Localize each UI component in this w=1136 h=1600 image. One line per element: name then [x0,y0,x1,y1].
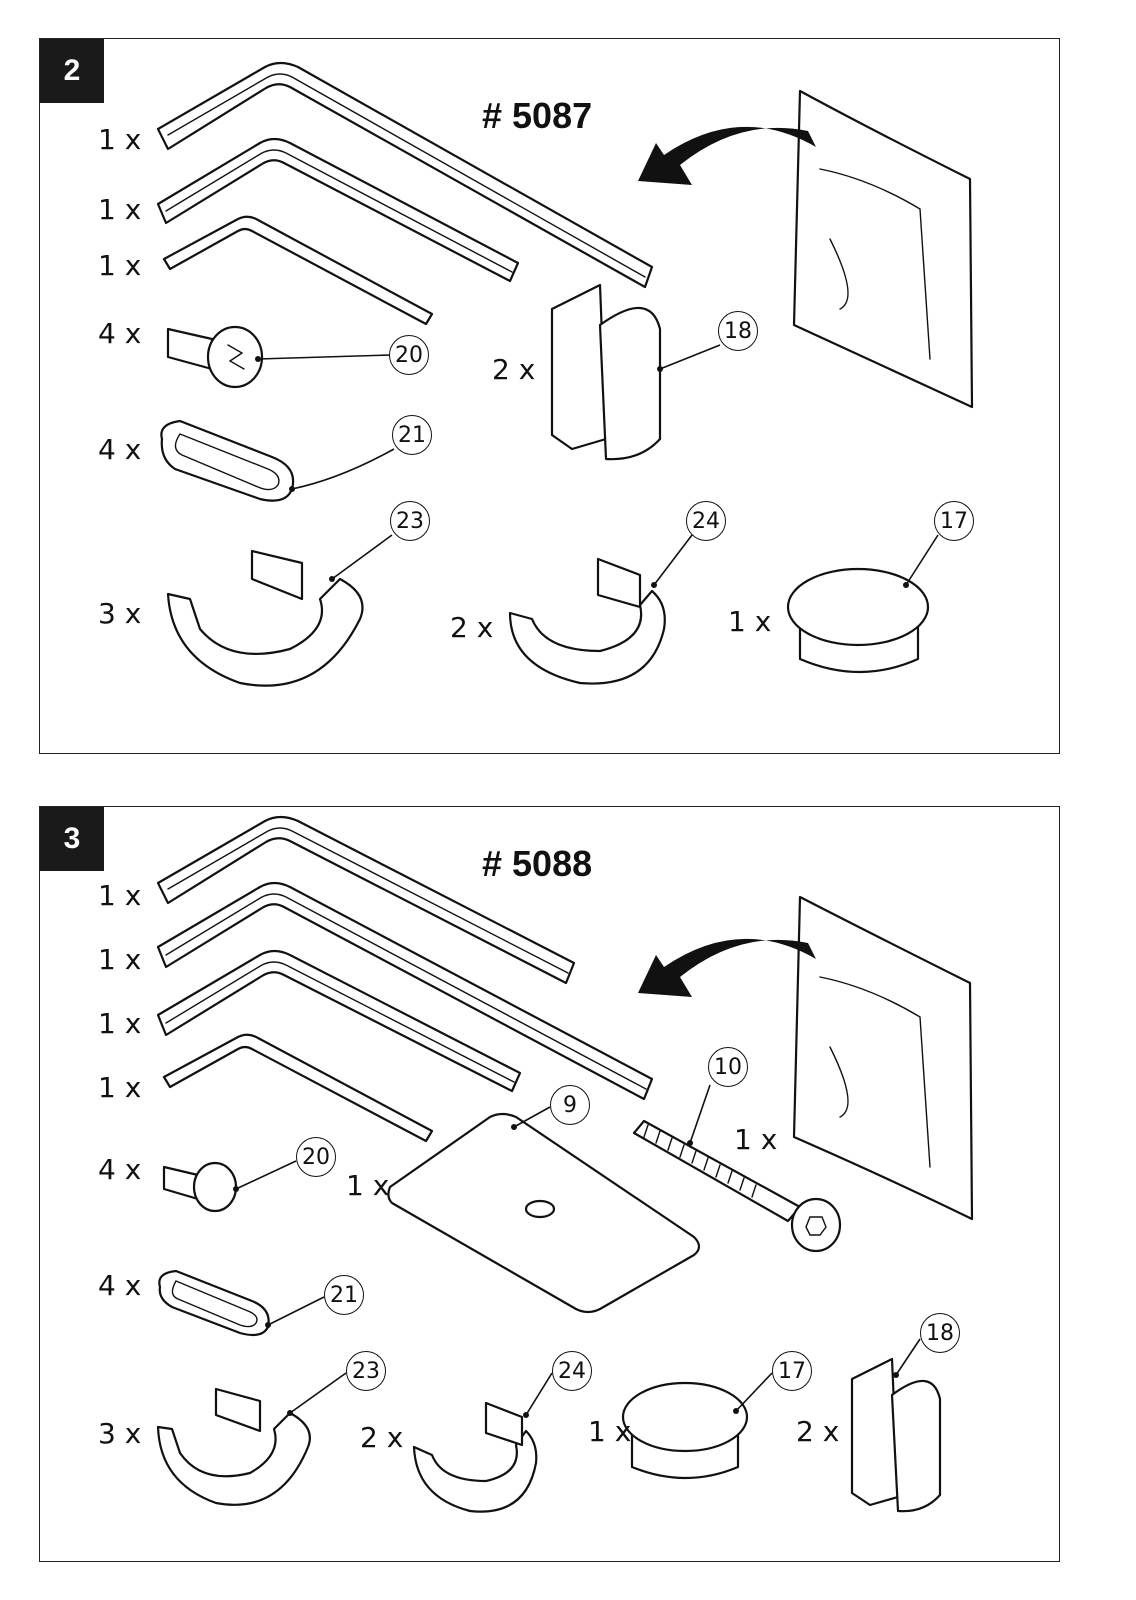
callout-round-cap: 17 [772,1351,812,1391]
callout-clip-small: 24 [552,1351,592,1391]
round-cap-part [786,567,930,674]
bag-icon [792,895,974,1221]
callout-clip-small: 24 [686,501,726,541]
step-3-panel: 3 # 5088 [39,806,1060,1562]
qty-bolt: 1 x [734,1123,778,1156]
callout-screw: 20 [389,335,429,375]
clip-large-part [156,1387,311,1506]
qty-key-medium: 1 x [98,1007,142,1040]
callout-bolt: 10 [708,1047,748,1087]
hex-key-xl [156,815,576,985]
hex-key-small [162,215,434,326]
qty-round-cap: 1 x [728,605,772,638]
insert-arrow [638,938,816,997]
qty-key-large: 1 x [98,123,142,156]
step-number-badge: 2 [40,39,104,103]
step-number-badge: 3 [40,807,104,871]
clip-small-part [508,557,666,685]
screw-part [166,325,264,389]
hex-key-large [156,881,654,1101]
kit-number-title: # 5087 [482,95,593,136]
qty-clip-small: 2 x [360,1421,404,1454]
end-cap-part [550,283,662,461]
qty-round-cap: 1 x [588,1415,632,1448]
grommet-part [158,1269,270,1337]
parts-illustration [156,815,974,1513]
screw-part [162,1161,238,1213]
qty-key-xl: 1 x [98,879,142,912]
hex-key-small [162,1033,434,1143]
clip-large-part [166,549,364,687]
qty-plate: 1 x [346,1169,390,1202]
qty-end-cap: 2 x [492,353,536,386]
callout-clip-large: 23 [346,1351,386,1391]
qty-key-medium: 1 x [98,193,142,226]
qty-grommet: 4 x [98,433,142,466]
qty-end-cap: 2 x [796,1415,840,1448]
qty-key-large: 1 x [98,943,142,976]
insert-arrow [638,126,816,185]
qty-key-small: 1 x [98,249,142,282]
qty-grommet: 4 x [98,1269,142,1302]
qty-screw: 4 x [98,317,142,350]
callout-end-cap: 18 [920,1313,960,1353]
callout-grommet: 21 [324,1275,364,1315]
qty-clip-small: 2 x [450,611,494,644]
round-cap-part [621,1381,749,1480]
plate-part [387,1112,701,1314]
qty-screw: 4 x [98,1153,142,1186]
callout-end-cap: 18 [718,311,758,351]
qty-clip-large: 3 x [98,1417,142,1450]
qty-clip-large: 3 x [98,597,142,630]
callout-plate: 9 [550,1085,590,1125]
hex-key-medium [156,949,522,1093]
callout-clip-large: 23 [390,501,430,541]
callout-screw: 20 [296,1137,336,1177]
step-2-panel: 2 # 5087 [39,38,1060,754]
qty-key-small: 1 x [98,1071,142,1104]
callout-grommet: 21 [392,415,432,455]
parts-illustration [156,61,974,687]
bag-icon [792,89,974,409]
end-cap-part [850,1357,942,1513]
hex-key-large [156,61,654,289]
grommet-part [160,419,295,502]
callout-round-cap: 17 [934,501,974,541]
bolt-part [632,1119,842,1253]
hex-key-medium [156,137,520,283]
clip-small-part [412,1401,538,1513]
kit-number-title: # 5088 [482,843,593,884]
